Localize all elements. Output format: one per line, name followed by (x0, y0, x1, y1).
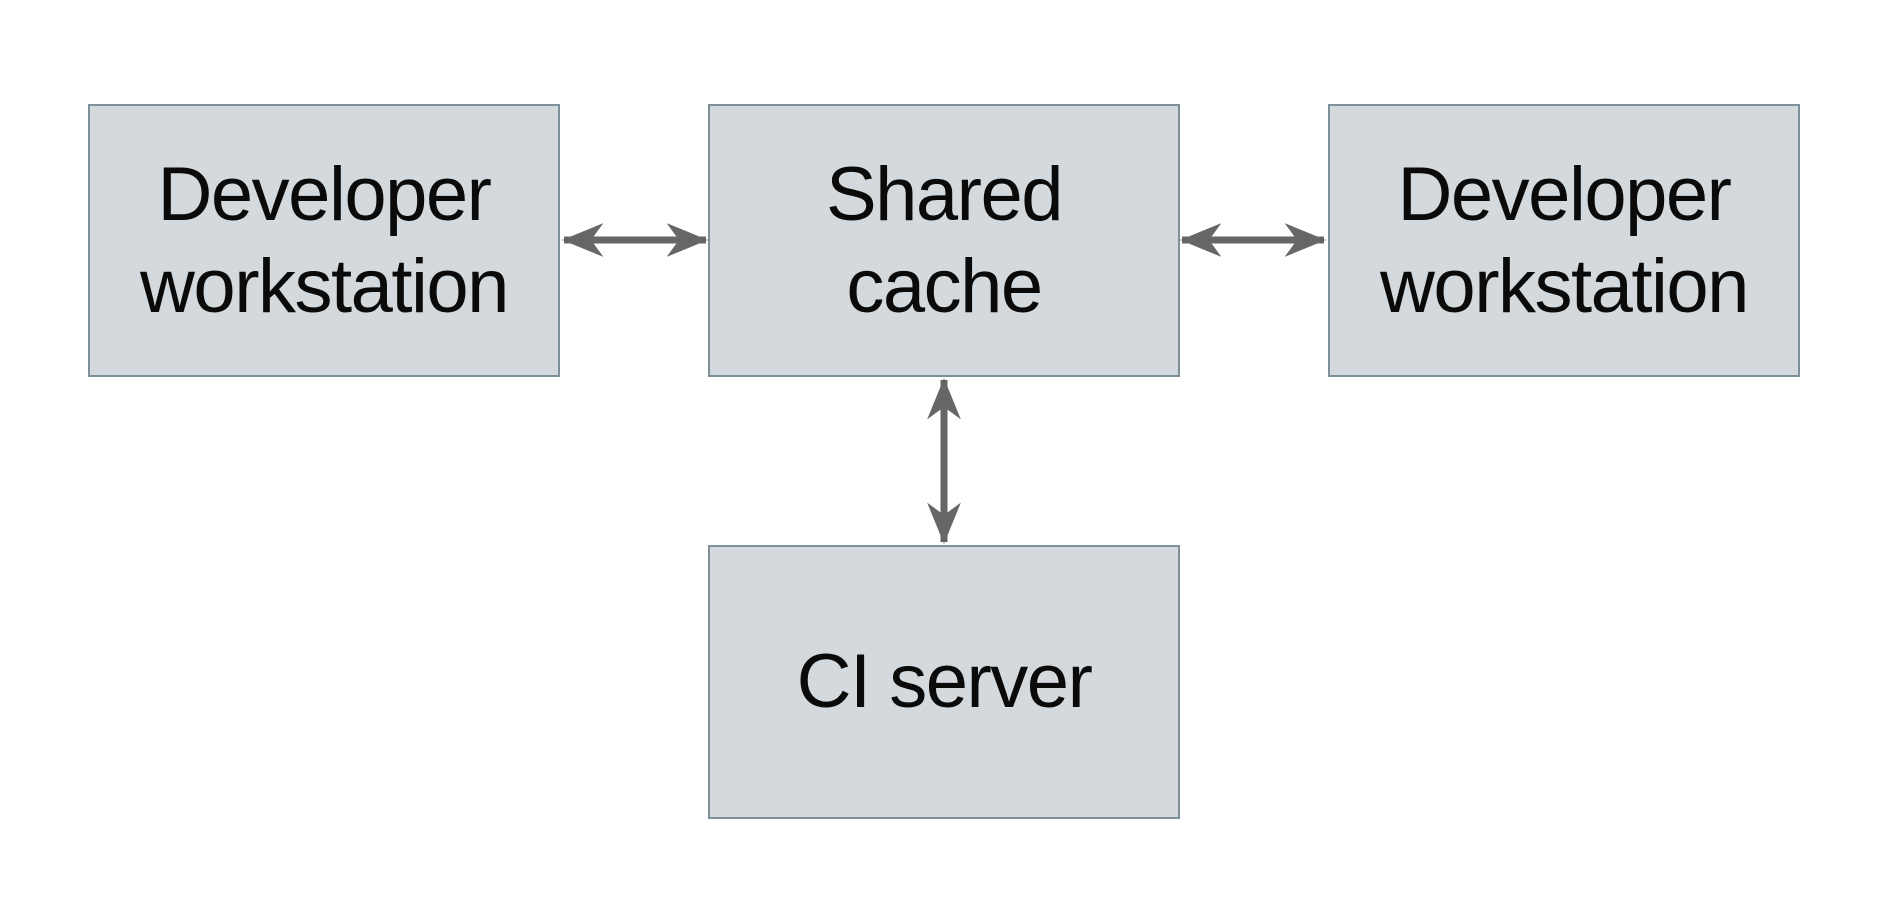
node-ci-server: CI server (708, 545, 1180, 819)
node-developer-workstation-left: Developer workstation (88, 104, 560, 377)
node-label: Shared cache (825, 151, 1064, 329)
node-shared-cache: Shared cache (708, 104, 1180, 377)
node-label: Developer workstation (1380, 151, 1749, 329)
node-developer-workstation-right: Developer workstation (1328, 104, 1800, 377)
node-label: Developer workstation (140, 151, 509, 329)
node-label: CI server (796, 639, 1093, 724)
